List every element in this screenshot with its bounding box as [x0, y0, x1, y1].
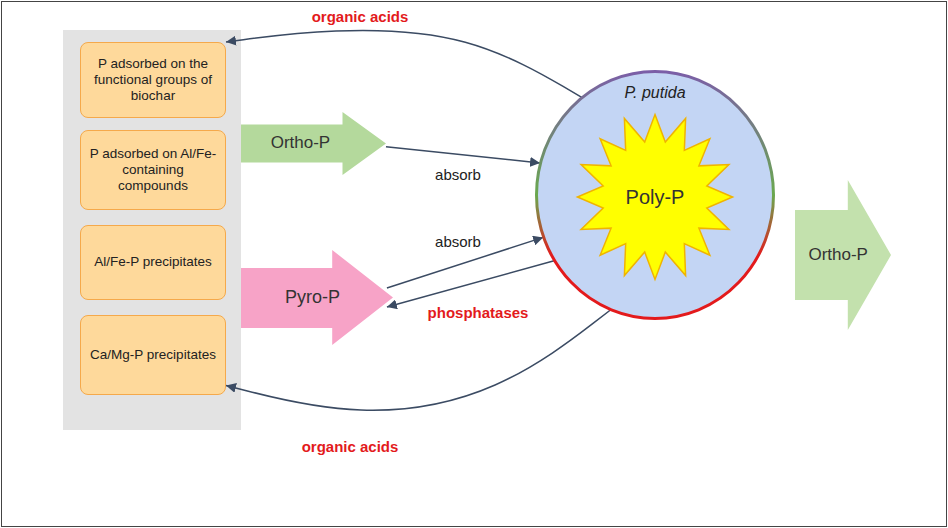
block-arrow [795, 180, 891, 330]
flow-arrow [386, 147, 540, 163]
edge-label: organic acids [312, 8, 409, 25]
orthophosphate-arrow: Ortho-P [241, 112, 386, 175]
pyrophosphate-arrow: Pyro-P [241, 250, 393, 345]
edge-label: organic acids [302, 438, 399, 455]
organism-name: P. putida [535, 83, 775, 102]
biochar-panel [63, 30, 241, 430]
pool-label: P adsorbed on Al/Fe-containing compounds [88, 146, 218, 195]
polyphosphate-star: Poly-P [575, 112, 735, 282]
pool-label: P adsorbed on the functional groups of b… [88, 56, 218, 105]
phosphorus-pool-box: P adsorbed on Al/Fe-containing compounds [80, 130, 226, 210]
pool-label: Ca/Mg-P precipitates [90, 347, 216, 363]
block-arrow [241, 250, 393, 345]
edge-label: absorb [435, 166, 481, 183]
edge-label: absorb [435, 233, 481, 250]
bacterium-cell: P. putidaPoly-P [535, 70, 775, 320]
cell-membrane [537, 72, 774, 319]
flow-arrow [387, 261, 554, 307]
flow-arrow [226, 30, 582, 97]
edge-label: phosphatases [428, 304, 529, 321]
species-label: Poly-P [575, 112, 735, 282]
species-label: Pyro-P [241, 250, 384, 345]
block-arrow [241, 112, 386, 175]
phosphorus-pool-box: Al/Fe-P precipitates [80, 225, 226, 300]
phosphorus-pool-box: P adsorbed on the functional groups of b… [80, 42, 226, 118]
species-label: Ortho-P [241, 112, 360, 175]
pool-label: Al/Fe-P precipitates [94, 254, 212, 270]
orthophosphate-output-arrow: Ortho-P [795, 180, 891, 330]
species-label: Ortho-P [795, 180, 881, 330]
phosphorus-pool-box: Ca/Mg-P precipitates [80, 315, 226, 395]
